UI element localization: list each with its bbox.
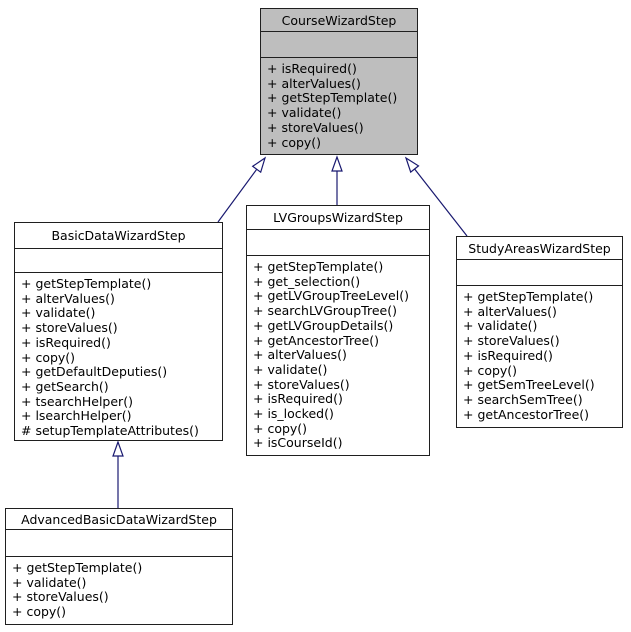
inheritance-arrow-advancedbasicdata-to-basicdata [112,440,124,508]
method-item: + getAncestorTree() [463,406,590,422]
method-item: + getSearch() [21,378,109,394]
method-item: + getStepTemplate() [253,259,384,274]
method-item: + getStepTemplate() [12,560,143,575]
class-attributes-empty [457,260,622,286]
method-item: + validate() [267,105,342,121]
method-item: + validate() [463,318,538,334]
method-item: + is_locked() [253,406,334,422]
method-item: # setupTemplateAttributes() [21,423,199,439]
method-item: + getDefaultDeputies() [21,364,168,380]
method-item: + isCourseId() [253,435,343,451]
method-item: + alterValues() [463,303,557,319]
method-item: + isRequired() [21,334,111,350]
method-item: + getLVGroupDetails() [253,317,394,333]
class-box-basicdatawizardstep[interactable]: BasicDataWizardStep + getStepTemplate()+… [14,222,223,441]
class-methods: + getStepTemplate()+ alterValues()+ vali… [15,273,222,440]
method-item: + isRequired() [253,391,343,407]
class-title: LVGroupsWizardStep [247,206,429,230]
method-item: + searchLVGroupTree() [253,303,397,319]
method-item: + alterValues() [21,290,115,306]
method-item: + alterValues() [253,347,347,363]
method-item: + searchSemTree() [463,391,583,407]
method-item: + getSemTreeLevel() [463,377,595,393]
method-item: + getLVGroupTreeLevel() [253,288,409,304]
method-item: + copy() [463,362,518,378]
method-item: + validate() [21,305,96,321]
class-box-studyareaswizardstep[interactable]: StudyAreasWizardStep + getStepTemplate()… [456,236,623,428]
class-box-lvgroupswizardstep[interactable]: LVGroupsWizardStep + getStepTemplate()+ … [246,205,430,456]
class-attributes-empty [261,32,417,58]
method-item: + copy() [12,604,67,620]
method-item: + storeValues() [463,333,560,349]
method-item: + storeValues() [267,119,364,135]
method-item: + getStepTemplate() [21,276,152,291]
method-item: + copy() [21,349,76,365]
method-item: + validate() [253,361,328,377]
class-box-advancedbasicdatawizardstep[interactable]: AdvancedBasicDataWizardStep + getStepTem… [5,508,233,625]
method-item: + getAncestorTree() [253,332,380,348]
method-item: + storeValues() [12,589,109,605]
class-attributes-empty [6,530,232,557]
class-methods: + getStepTemplate()+ alterValues()+ vali… [457,286,622,427]
method-item: + validate() [12,574,87,590]
method-item: + isRequired() [463,347,553,363]
inheritance-arrow-lvgroups-to-course [331,155,343,205]
method-item: + storeValues() [253,376,350,392]
method-item: + tsearchHelper() [21,393,133,409]
method-item: + lsearchHelper() [21,408,132,424]
class-methods: + getStepTemplate()+ validate()+ storeVa… [6,557,232,624]
method-item: + getStepTemplate() [267,90,398,106]
class-title: StudyAreasWizardStep [457,237,622,260]
class-title: AdvancedBasicDataWizardStep [6,509,232,530]
method-item: + getStepTemplate() [463,289,594,304]
class-attributes-empty [15,249,222,273]
method-item: + alterValues() [267,75,361,91]
class-methods: + getStepTemplate()+ get_selection()+ ge… [247,256,429,455]
method-item: + copy() [267,134,322,150]
method-item: + copy() [253,420,308,436]
class-title: CourseWizardStep [261,9,417,32]
method-item: + get_selection() [253,273,361,289]
method-item: + isRequired() [267,61,357,76]
method-item: + storeValues() [21,320,118,336]
class-box-coursewizardstep: CourseWizardStep + isRequired()+ alterVa… [260,8,418,155]
class-title: BasicDataWizardStep [15,223,222,249]
class-attributes-empty [247,230,429,256]
class-methods: + isRequired()+ alterValues()+ getStepTe… [261,58,417,154]
